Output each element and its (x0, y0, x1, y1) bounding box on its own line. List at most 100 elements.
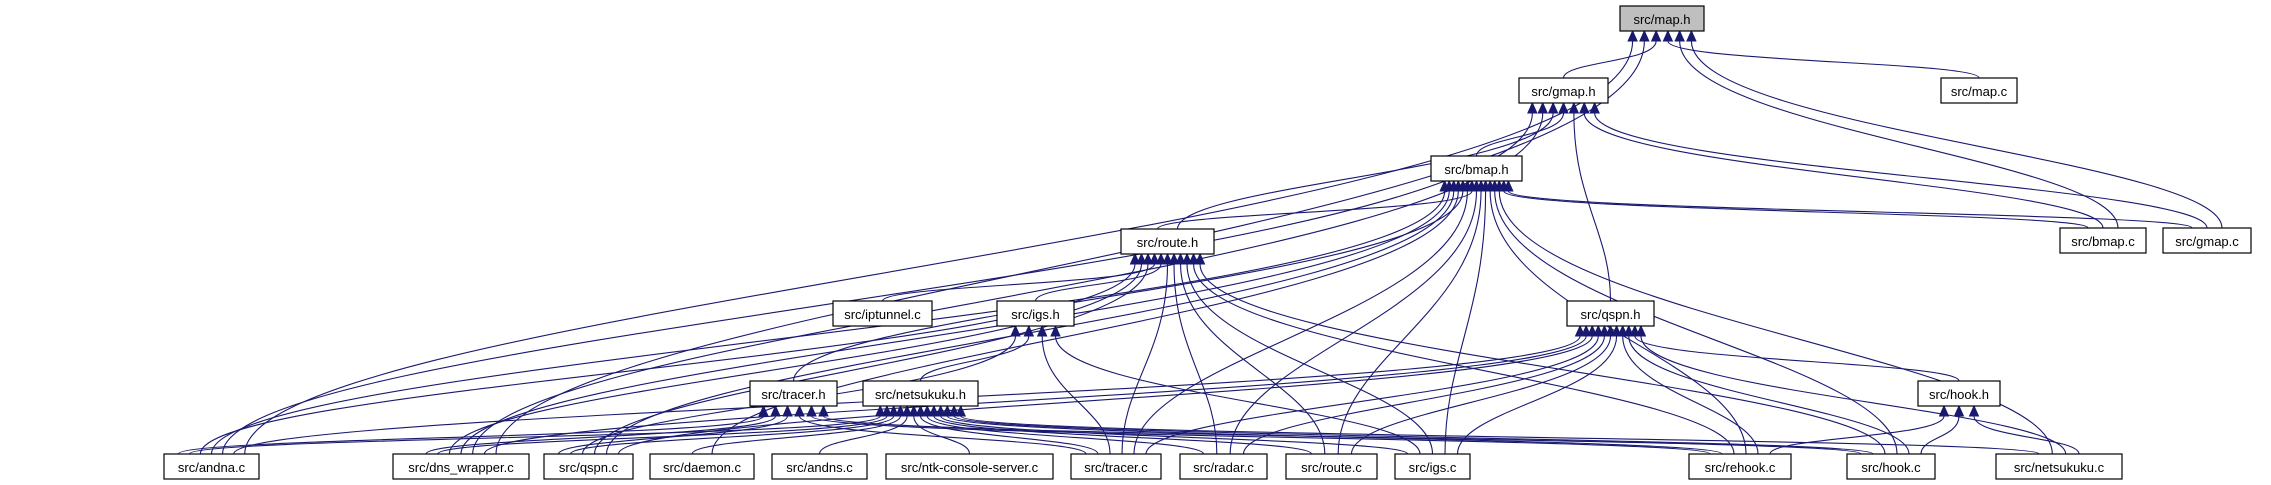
edge-dns_wrapper_c-to-bmap_h (460, 190, 1450, 455)
arrowhead-qspn_h-to-gmap_h (1568, 101, 1580, 114)
node-igs-c[interactable]: src/igs.c (1394, 453, 1471, 480)
edge-tracer_c-to-bmap_h (1133, 190, 1468, 455)
node-box (1619, 5, 1705, 32)
node-label: src/igs.c (1409, 460, 1457, 475)
edge-hook_c-to-bmap_h (1494, 190, 1898, 455)
arrowhead-qspn_c-to-tracer_h (782, 404, 793, 417)
node-netsukuku-c[interactable]: src/netsukuku.c (1995, 453, 2123, 480)
edge-andna_c-to-route_h (199, 263, 1136, 455)
arrowhead-map_c-to-map_h (1662, 29, 1674, 42)
edge-hook_h-to-qspn_h (1634, 335, 1960, 382)
edge-dns_wrapper_c-to-qspn_h (483, 335, 1587, 455)
arrowhead-dns_wrapper_c-to-tracer_h (770, 404, 781, 417)
arrowhead-hook_c-to-netsukuku_h (948, 404, 960, 417)
edge-igs_h-to-route_h (1034, 263, 1162, 302)
arrowhead-route_c-to-route_h (1175, 252, 1186, 265)
node-box (885, 453, 1054, 480)
edge-bmap_c-to-map_h (1679, 40, 2119, 229)
edges-layer (177, 29, 2223, 455)
edge-tracer_c-to-netsukuku_h (919, 415, 1099, 455)
node-box (1846, 453, 1936, 480)
edge-hook_c-to-netsukuku_h (953, 415, 1874, 455)
node-bmap-c[interactable]: src/bmap.c (2059, 227, 2147, 254)
edge-igs_c-to-netsukuku_h (940, 415, 1409, 455)
arrowhead-igs_c-to-igs_h (1050, 324, 1061, 337)
arrowhead-andna_c-to-tracer_h (758, 404, 769, 417)
node-radar-c[interactable]: src/radar.c (1179, 453, 1268, 480)
edge-rehook_c-to-qspn_h (1622, 335, 1759, 455)
arrowhead-rehook_c-to-tracer_h (806, 404, 817, 417)
arrowhead-radar_c-to-netsukuku_h (921, 404, 933, 417)
node-map-c[interactable]: src/map.c (1940, 77, 2018, 104)
arrowhead-andns_c-to-netsukuku_h (901, 404, 913, 417)
edge-netsukuku_c-to-netsukuku_h (960, 415, 2040, 455)
node-andna-c[interactable]: src/andna.c (163, 453, 260, 480)
arrowhead-gmap_c-to-bmap_h (1503, 179, 1514, 192)
edge-hook_c-to-qspn_h (1628, 335, 1910, 455)
edge-gmap_c-to-bmap_h (1507, 190, 2193, 229)
node-label: src/netsukuku.c (2014, 460, 2105, 475)
node-box (1179, 453, 1268, 480)
edge-andna_c-to-bmap_h (210, 190, 1446, 455)
arrowhead-hook_c-to-hook_h (1953, 404, 1965, 417)
node-bmap-h[interactable]: src/bmap.h (1430, 155, 1523, 182)
node-label: src/hook.h (1929, 387, 1989, 402)
arrowhead-andna_c-to-route_h (1129, 252, 1141, 265)
node-gmap-c[interactable]: src/gmap.c (2162, 227, 2252, 254)
node-box (649, 453, 755, 480)
edge-route_c-to-route_h (1179, 263, 1326, 455)
edge-tracer_h-to-bmap_h (792, 190, 1464, 382)
node-label: src/gmap.h (1531, 84, 1595, 99)
node-qspn-h[interactable]: src/qspn.h (1566, 300, 1655, 327)
node-label: src/tracer.c (1084, 460, 1148, 475)
node-tracer-c[interactable]: src/tracer.c (1070, 453, 1162, 480)
node-gmap-h[interactable]: src/gmap.h (1518, 77, 1609, 104)
edge-ntk_console_server_c-to-netsukuku_h (913, 415, 971, 455)
node-label: src/rehook.c (1705, 460, 1776, 475)
arrowhead-igs_c-to-route_h (1181, 252, 1193, 265)
node-qspn-c[interactable]: src/qspn.c (543, 453, 634, 480)
arrowhead-netsukuku_c-to-hook_h (1968, 404, 1980, 417)
node-label: src/andna.c (178, 460, 246, 475)
node-hook-c[interactable]: src/hook.c (1846, 453, 1936, 480)
node-label: src/map.c (1951, 84, 2008, 99)
node-dns-wrapper-c[interactable]: src/dns_wrapper.c (392, 453, 530, 480)
arrowhead-gmap_c-to-gmap_h (1589, 101, 1600, 114)
node-box (862, 380, 979, 407)
arrowhead-dns_wrapper_c-to-gmap_h (1537, 101, 1549, 114)
edge-gmap_h-to-map_h (1562, 40, 1657, 79)
node-box (1070, 453, 1162, 480)
arrowhead-qspn_c-to-igs_h (1010, 324, 1021, 337)
node-box (1917, 380, 2001, 407)
node-igs-h[interactable]: src/igs.h (996, 300, 1075, 327)
edge-rehook_c-to-hook_h (1769, 415, 1945, 455)
node-rehook-c[interactable]: src/rehook.c (1688, 453, 1792, 480)
arrowhead-tracer_c-to-igs_h (1036, 324, 1048, 337)
edge-route_h-to-gmap_h (1176, 112, 1554, 230)
node-iptunnel-c[interactable]: src/iptunnel.c (832, 300, 933, 327)
node-box (832, 300, 933, 327)
arrowhead-hook_c-to-route_h (1194, 252, 1206, 265)
node-route-c[interactable]: src/route.c (1285, 453, 1378, 480)
node-box (1430, 155, 1523, 182)
edge-route_c-to-netsukuku_h (933, 415, 1313, 455)
edge-dns_wrapper_c-to-netsukuku_h (437, 415, 888, 455)
node-box (771, 453, 868, 480)
node-label: src/bmap.c (2071, 234, 2135, 249)
node-hook-h[interactable]: src/hook.h (1917, 380, 2001, 407)
node-label: src/route.c (1301, 460, 1362, 475)
edge-andna_c-to-map_h (244, 40, 1634, 455)
edge-andna_c-to-tracer_h (177, 415, 765, 455)
node-daemon-c[interactable]: src/daemon.c (649, 453, 755, 480)
node-andns-c[interactable]: src/andns.c (771, 453, 868, 480)
node-route-h[interactable]: src/route.h (1120, 228, 1215, 255)
arrowhead-route_h-to-gmap_h (1547, 101, 1559, 114)
edge-bmap_c-to-gmap_h (1583, 112, 2104, 229)
node-netsukuku-h[interactable]: src/netsukuku.h (862, 380, 979, 407)
node-tracer-h[interactable]: src/tracer.h (749, 380, 838, 407)
node-ntk-console-server-c[interactable]: src/ntk-console-server.c (885, 453, 1054, 480)
node-label: src/map.h (1633, 12, 1690, 27)
edge-radar_c-to-netsukuku_h (926, 415, 1205, 455)
edge-igs_c-to-igs_h (1054, 335, 1421, 455)
